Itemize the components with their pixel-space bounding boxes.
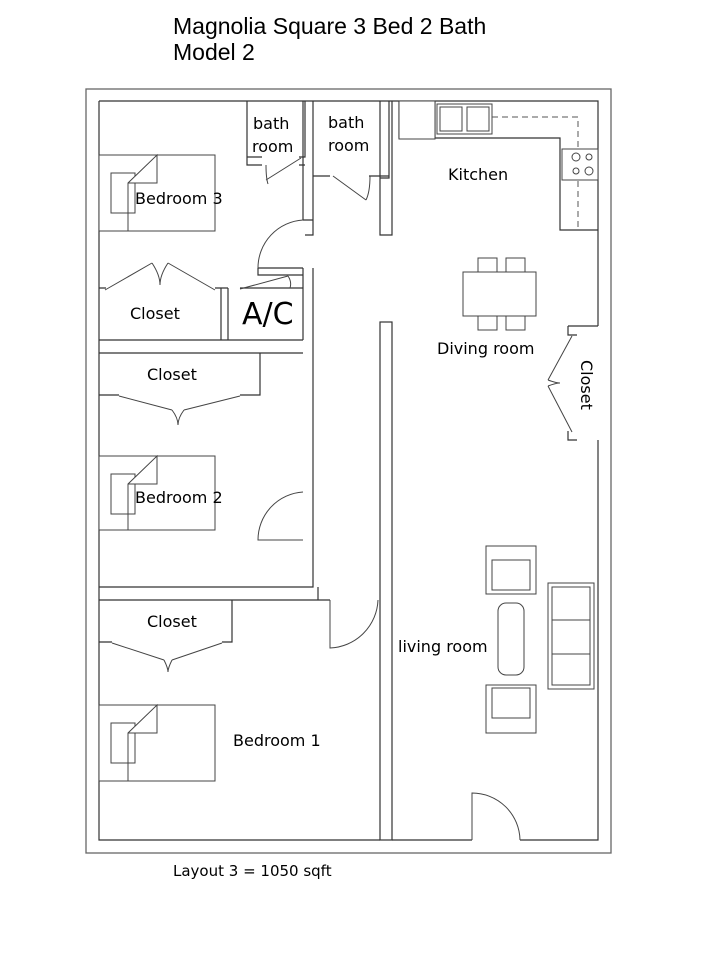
bed-bedroom2 xyxy=(98,454,216,531)
living-label: living room xyxy=(398,637,488,656)
upper-divider-wall xyxy=(379,101,393,236)
title-line-2: Model 2 xyxy=(173,39,255,65)
bed-bedroom1 xyxy=(98,703,216,782)
entry-door[interactable] xyxy=(471,792,521,841)
bedroom1-walls xyxy=(99,587,330,643)
closet-ac-walls xyxy=(99,287,303,354)
inner-wall xyxy=(98,100,599,841)
bedroom1-door[interactable] xyxy=(329,599,379,649)
ac-door[interactable] xyxy=(239,275,292,290)
bedroom3-label: Bedroom 3 xyxy=(135,189,223,208)
outer-wall xyxy=(85,88,612,854)
plan-title: Magnolia Square 3 Bed 2 Bath Model 2 xyxy=(173,13,486,65)
bedroom1-label: Bedroom 1 xyxy=(233,731,321,750)
bath2-label-2: room xyxy=(328,136,369,155)
ac-label: A/C xyxy=(242,297,294,332)
bath2-wall xyxy=(305,101,389,236)
living-furniture xyxy=(485,545,595,734)
closet-dining-label: Closet xyxy=(577,360,596,410)
bath1-label-1: bath xyxy=(253,114,289,133)
dining-table xyxy=(462,257,537,331)
bed-bedroom3 xyxy=(98,153,216,232)
title-line-1: Magnolia Square 3 Bed 2 Bath xyxy=(173,13,487,39)
bedroom2-door[interactable] xyxy=(257,491,304,541)
stove-icon xyxy=(561,148,599,181)
area-caption: Layout 3 = 1050 sqft xyxy=(173,862,332,880)
closet-dining-doors[interactable] xyxy=(547,335,573,433)
bath2-label-1: bath xyxy=(328,113,364,132)
dining-closet-wall xyxy=(567,325,598,441)
closet-bed2-walls xyxy=(99,353,303,588)
dining-label: Diving room xyxy=(437,339,534,358)
kitchen-counter xyxy=(398,100,599,231)
closet-bed3-label: Closet xyxy=(130,304,180,323)
bath1-label-2: room xyxy=(252,137,293,156)
closet-bed2-doors[interactable] xyxy=(118,395,241,426)
bedroom3-door[interactable] xyxy=(257,219,304,269)
bedroom3-wall xyxy=(257,101,314,588)
closet-bed1-label: Closet xyxy=(147,612,197,631)
bath1-wall xyxy=(246,101,306,166)
closet-bed1-doors[interactable] xyxy=(111,642,223,673)
closet-bed3-doors[interactable] xyxy=(104,262,216,291)
bedroom2-label: Bedroom 2 xyxy=(135,488,223,507)
closet-bed2-label: Closet xyxy=(147,365,197,384)
bath2-door[interactable] xyxy=(332,175,371,201)
divider-wall xyxy=(379,321,393,841)
bath1-door[interactable] xyxy=(265,157,302,185)
kitchen-label: Kitchen xyxy=(448,165,508,184)
